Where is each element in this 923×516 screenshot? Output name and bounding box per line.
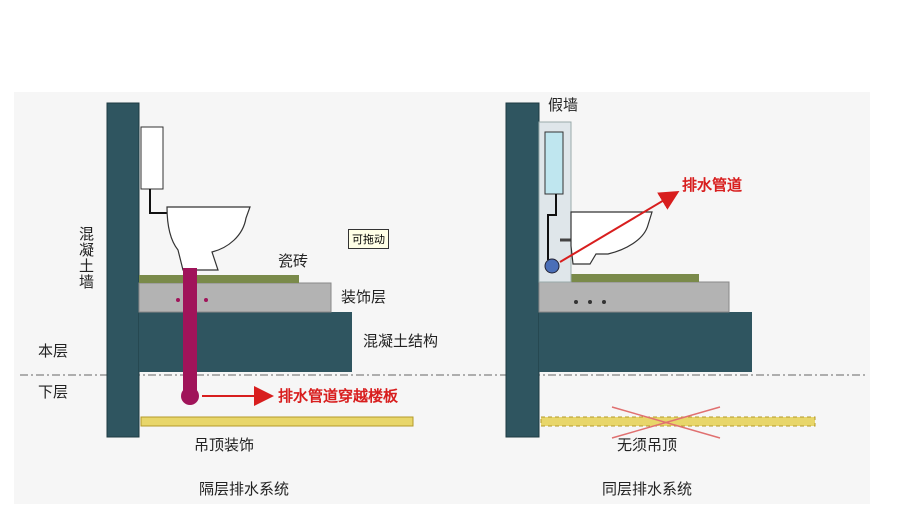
left-tile-layer xyxy=(139,275,299,283)
right-pipe-arrow xyxy=(559,190,680,263)
right-decor-layer xyxy=(538,281,730,313)
right-concrete-slab xyxy=(539,312,752,372)
drag-tag[interactable]: 可拖动 xyxy=(348,229,389,249)
no-ceiling-label: 无须吊顶 xyxy=(617,436,678,454)
right-drain-outlet xyxy=(544,258,560,274)
decor-layer-label: 装饰层 xyxy=(341,288,387,306)
left-tank xyxy=(140,126,164,190)
right-caption: 同层排水系统 xyxy=(602,480,693,498)
left-drain-pipe xyxy=(183,268,197,395)
left-dot xyxy=(176,298,180,302)
left-tank-pipe xyxy=(149,189,168,214)
concrete-structure-label: 混凝土结构 xyxy=(363,332,439,350)
right-dot xyxy=(602,300,606,304)
drain-pipe-label: 排水管道 xyxy=(682,176,743,194)
ceiling-decoration-label: 吊顶装饰 xyxy=(194,436,255,454)
left-toilet xyxy=(166,206,251,271)
concrete-wall-label: 混凝土墙 xyxy=(77,226,95,290)
left-ceiling-decoration xyxy=(140,416,414,427)
upper-floor-label: 本层 xyxy=(38,342,69,360)
pipe-through-floor-label: 排水管道穿越楼板 xyxy=(278,387,399,405)
left-pipe-elbow xyxy=(181,387,199,405)
right-concrete-wall xyxy=(505,102,540,438)
right-tank-pipe xyxy=(547,194,557,260)
left-concrete-slab xyxy=(139,312,352,372)
right-dot xyxy=(588,300,592,304)
left-caption: 隔层排水系统 xyxy=(199,480,290,498)
left-decor-layer xyxy=(138,282,332,313)
right-concealed-tank xyxy=(544,131,564,195)
right-tile-layer xyxy=(539,274,699,282)
right-cross-line xyxy=(611,406,721,439)
right-dot xyxy=(574,300,578,304)
left-dot xyxy=(204,298,208,302)
left-concrete-wall xyxy=(106,102,140,438)
lower-floor-label: 下层 xyxy=(38,383,69,401)
false-wall-label: 假墙 xyxy=(548,96,579,114)
right-wall-hung-toilet xyxy=(570,211,653,265)
tile-label: 瓷砖 xyxy=(278,252,309,270)
